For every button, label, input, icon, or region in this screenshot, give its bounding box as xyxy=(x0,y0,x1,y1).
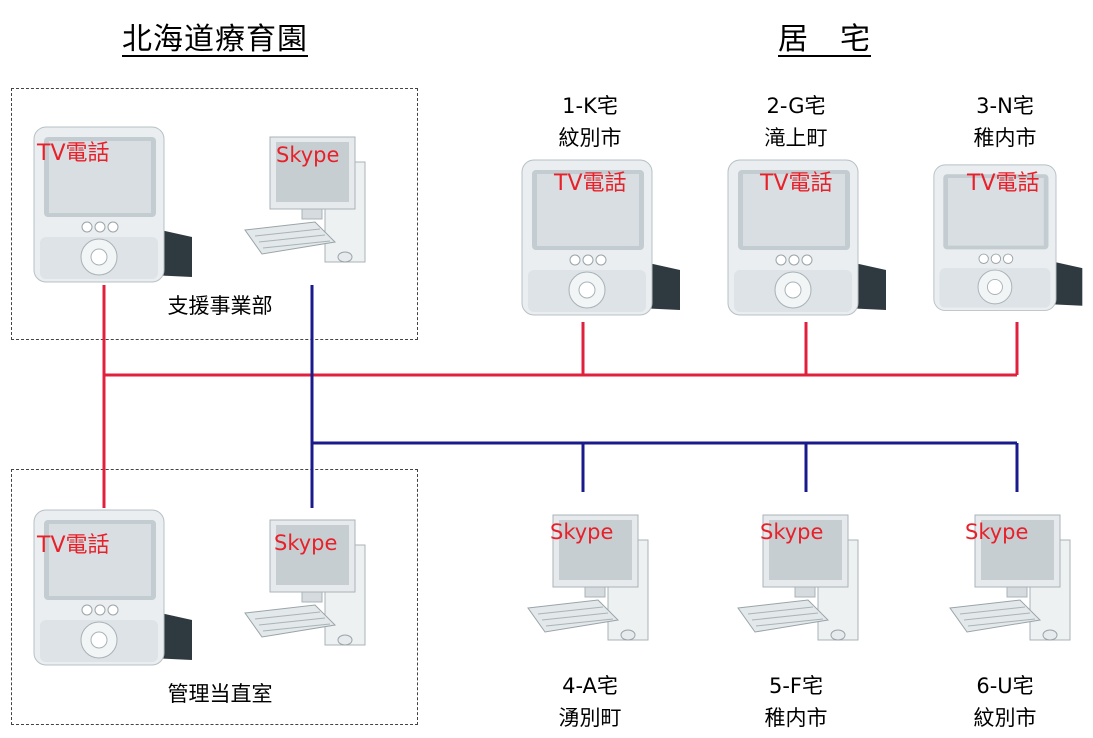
pc-icon xyxy=(244,136,366,263)
support-dept-label: 支援事業部 xyxy=(167,294,273,318)
home-town: 紋別市 xyxy=(973,706,1037,730)
skype-label: Skype xyxy=(276,143,340,167)
pc-icon xyxy=(244,519,366,646)
home-town: 湧別町 xyxy=(558,706,622,730)
home-label-top-3: 3-N宅 稚内市 xyxy=(955,90,1055,154)
skype-label: Skype xyxy=(274,531,338,555)
support-dept-box xyxy=(11,88,418,340)
home-label-bottom-6: 6-U宅 紋別市 xyxy=(955,670,1055,734)
home-id: 2-G宅 xyxy=(766,94,826,118)
skype-label: Skype xyxy=(550,520,614,544)
tv-phone-label: TV電話 xyxy=(760,171,833,196)
admin-room-box xyxy=(11,469,418,725)
home-town: 稚内市 xyxy=(973,126,1037,150)
tv-phone-icon xyxy=(933,164,1083,311)
facility-heading: 北海道療育園 xyxy=(122,22,308,57)
tv-phone-icon xyxy=(727,159,886,316)
home-id: 4-A宅 xyxy=(562,674,618,698)
home-town: 滝上町 xyxy=(764,126,828,150)
skype-label: Skype xyxy=(965,520,1029,544)
home-id: 3-N宅 xyxy=(976,94,1034,118)
home-town: 稚内市 xyxy=(764,706,828,730)
home-label-top-2: 2-G宅 滝上町 xyxy=(746,90,846,154)
home-label-bottom-4: 4-A宅 湧別町 xyxy=(540,670,640,734)
tv-phone-icon xyxy=(33,126,192,283)
home-id: 5-F宅 xyxy=(768,674,824,698)
home-heading: 居 宅 xyxy=(778,22,871,57)
tv-phone-label: TV電話 xyxy=(554,171,627,196)
tv-phone-label: TV電話 xyxy=(37,141,110,166)
tv-phone-label: TV電話 xyxy=(967,171,1040,196)
home-id: 1-K宅 xyxy=(562,94,618,118)
tv-phone-icon xyxy=(33,509,192,666)
home-town: 紋別市 xyxy=(558,126,622,150)
tv-phone-icon xyxy=(521,159,680,316)
skype-label: Skype xyxy=(760,520,824,544)
home-id: 6-U宅 xyxy=(976,674,1034,698)
home-label-bottom-5: 5-F宅 稚内市 xyxy=(746,670,846,734)
home-label-top-1: 1-K宅 紋別市 xyxy=(540,90,640,154)
pc-icon xyxy=(527,514,649,641)
admin-room-label: 管理当直室 xyxy=(167,682,273,706)
pc-icon xyxy=(737,514,859,641)
tv-phone-label: TV電話 xyxy=(37,533,110,558)
pc-icon xyxy=(949,514,1071,641)
